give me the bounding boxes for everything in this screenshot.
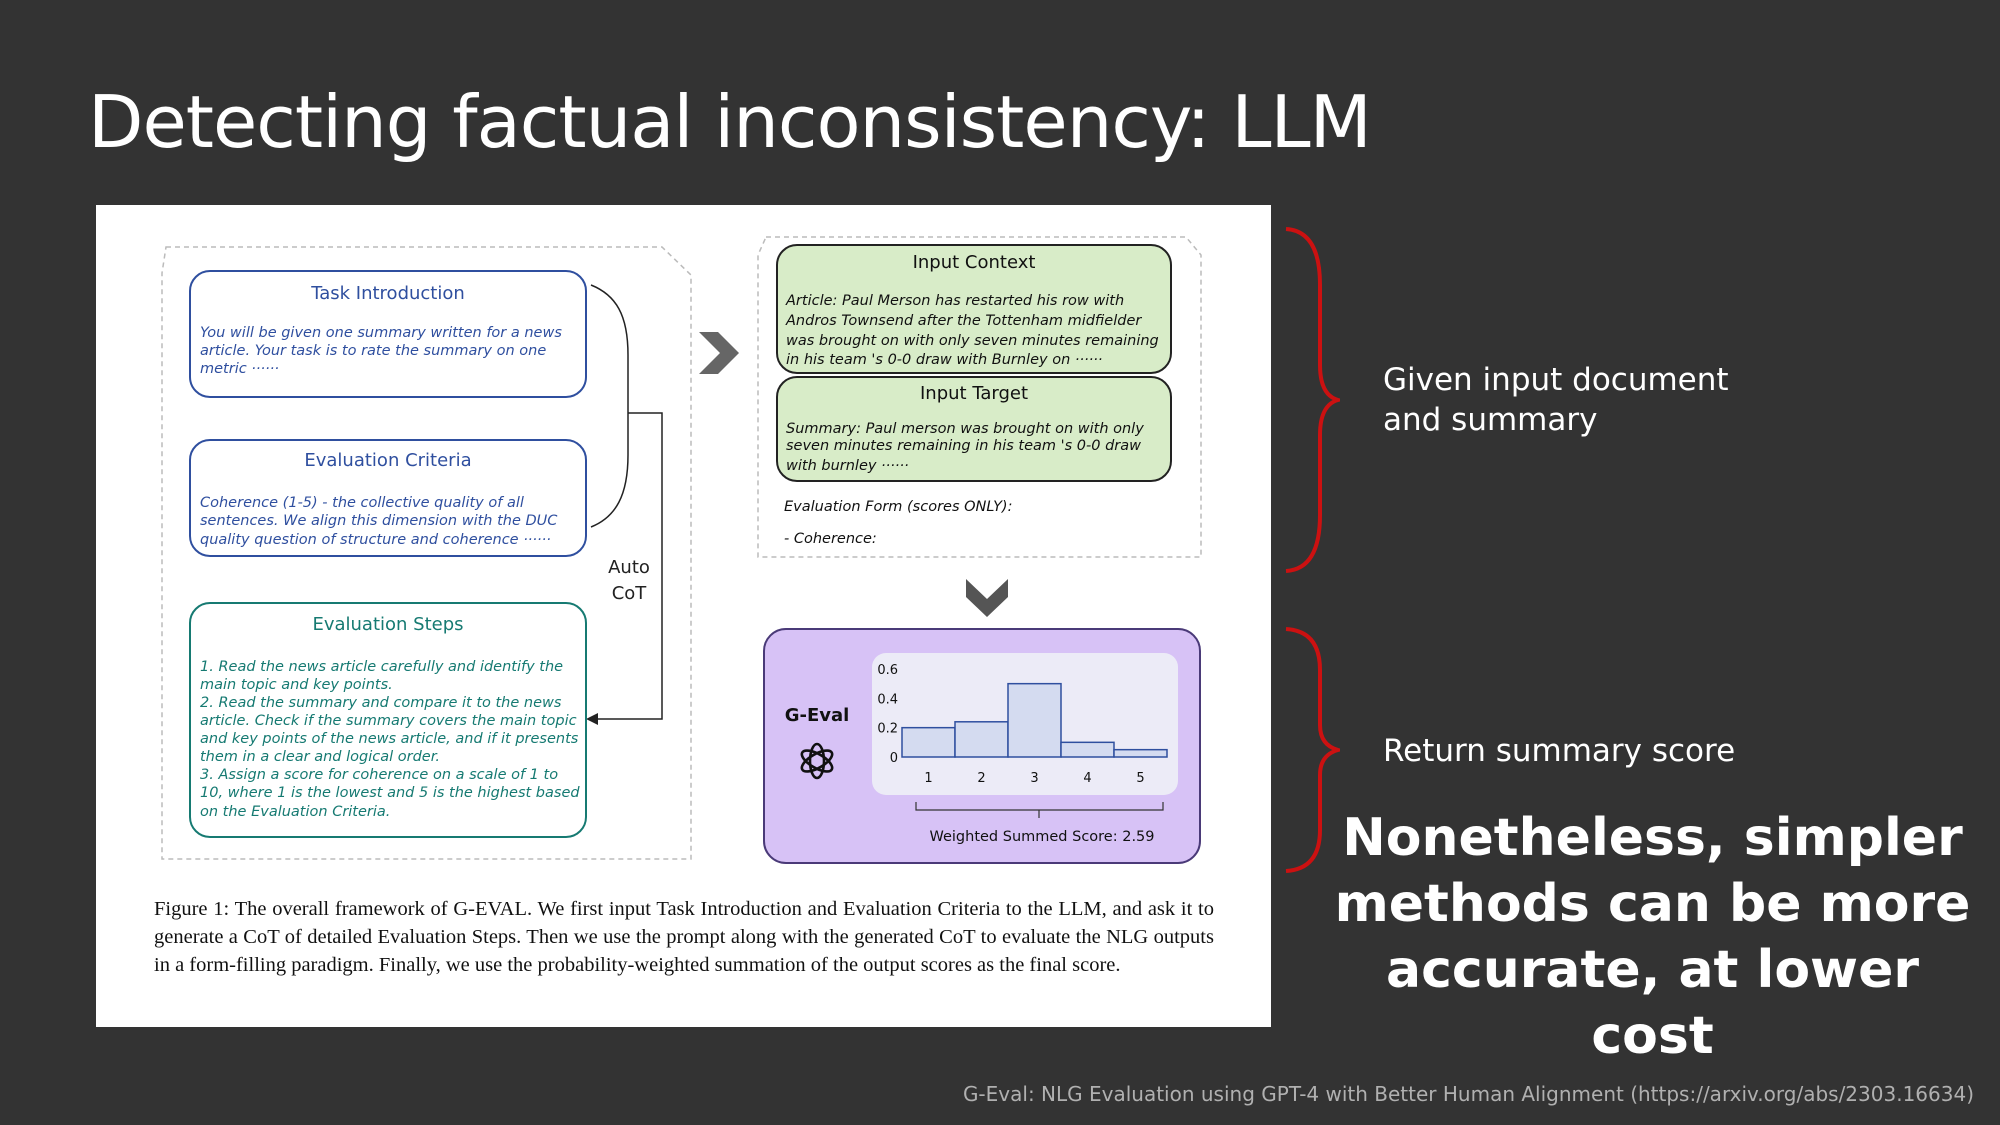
task-introduction-line: article. Your task is to rate the summar… [200, 343, 546, 359]
figure-panel: Task Introduction You will be given one … [96, 205, 1271, 1027]
score-chart-bars [901, 682, 1168, 758]
label-summary-score: Return summary score [1383, 733, 1736, 769]
chevron-down-icon [966, 579, 1008, 617]
score-bar-2 [954, 721, 1009, 758]
figure-caption: Figure 1: The overall framework of G-EVA… [154, 898, 1214, 976]
evaluation-steps-line: article. Check if the summary covers the… [200, 713, 577, 729]
input-context-line: in his team 's 0-0 draw with Burnley on … [786, 352, 1103, 368]
score-chart-x-ticks: 1 2 3 4 5 [924, 771, 1144, 786]
evaluation-steps-line: 3. Assign a score for coherence on a sca… [200, 767, 558, 783]
evaluation-criteria-text: Coherence (1-5) - the collective quality… [200, 495, 558, 548]
brace-score [1285, 627, 1340, 873]
input-context-title: Input Context [913, 252, 1036, 273]
evaluation-steps-line: on the Evaluation Criteria. [200, 804, 390, 820]
evaluation-form-line: Evaluation Form (scores ONLY): [784, 499, 1012, 515]
evaluation-criteria-line: Coherence (1-5) - the collective quality… [200, 495, 524, 511]
evaluation-steps-line: them in a clear and logical order. [200, 749, 440, 765]
evaluation-criteria-line: sentences. We align this dimension with … [200, 513, 558, 529]
evaluation-form-line: - Coherence: [784, 531, 877, 547]
task-introduction-title: Task Introduction [310, 283, 465, 304]
task-introduction-line: metric ······ [200, 361, 279, 377]
task-introduction-box [189, 270, 587, 398]
y-tick-label: 0.2 [877, 722, 898, 737]
y-tick-label: 0 [890, 751, 898, 766]
citation: G-Eval: NLG Evaluation using GPT-4 with … [962, 1082, 1974, 1106]
auto-cot-label: CoT [612, 583, 648, 604]
evaluation-steps-line: main topic and key points. [200, 677, 393, 693]
evaluation-criteria-box [189, 439, 587, 557]
y-tick-label: 0.6 [877, 663, 898, 678]
task-introduction-text: You will be given one summary written fo… [200, 325, 562, 377]
criteria-bracket [590, 284, 629, 528]
score-bar-1 [901, 726, 956, 758]
score-chart-y-ticks: 0 0.2 0.4 0.6 [877, 663, 898, 766]
emphasis-statement: Nonetheless, simpler methods can be more… [1334, 808, 1971, 1066]
x-tick-label: 5 [1136, 771, 1144, 786]
evaluation-criteria-line: quality question of structure and cohere… [200, 532, 551, 548]
slide-title: Detecting factual inconsistency: LLM [88, 80, 1372, 164]
evaluation-steps-box [189, 602, 587, 838]
input-target-line: seven minutes remaining in his team 's 0… [786, 438, 1141, 454]
input-context-text: Article: Paul Merson has restarted his r… [785, 293, 1159, 368]
evaluation-steps-text: 1. Read the news article carefully and i… [200, 659, 580, 820]
score-summation-bracket [915, 802, 1164, 818]
score-bar-3 [1007, 682, 1062, 758]
input-target-box [776, 376, 1172, 482]
brace-input [1285, 227, 1340, 573]
evaluation-steps-line: 1. Read the news article carefully and i… [200, 659, 563, 675]
evaluation-steps-line: 10, where 1 is the lowest and 5 is the h… [200, 785, 580, 801]
x-tick-label: 4 [1083, 771, 1091, 786]
label-input-document: Given input document and summary [1383, 362, 1729, 438]
weighted-summed-score: Weighted Summed Score: 2.59 [929, 829, 1154, 845]
task-introduction-line: You will be given one summary written fo… [200, 325, 562, 341]
auto-cot-label: Auto [608, 557, 650, 578]
score-bar-5 [1113, 748, 1168, 758]
evaluation-criteria-title: Evaluation Criteria [304, 450, 471, 471]
input-context-line: Article: Paul Merson has restarted his r… [785, 293, 1124, 309]
g-eval-framework-diagram: Task Introduction You will be given one … [161, 236, 1202, 864]
input-context-line: was brought on with only seven minutes r… [786, 333, 1159, 349]
y-tick-label: 0.4 [877, 692, 898, 707]
auto-cot-arrowhead [586, 713, 598, 725]
openai-logo-icon [800, 742, 834, 780]
g-eval-label: G-Eval [785, 705, 850, 726]
chevron-right-icon [699, 332, 739, 374]
auto-cot-connector [596, 412, 663, 720]
evaluation-steps-title: Evaluation Steps [312, 614, 463, 635]
x-tick-label: 2 [977, 771, 985, 786]
input-target-title: Input Target [920, 383, 1028, 404]
score-bar-4 [1060, 741, 1115, 758]
x-tick-label: 3 [1030, 771, 1038, 786]
x-tick-label: 1 [924, 771, 932, 786]
input-target-text: Summary: Paul merson was brought on with… [786, 421, 1144, 474]
input-context-line: Andros Townsend after the Tottenham midf… [785, 313, 1142, 329]
evaluation-steps-line: and key points of the news article, and … [200, 731, 579, 747]
evaluation-steps-line: 2. Read the summary and compare it to th… [200, 695, 562, 711]
input-target-line: Summary: Paul merson was brought on with… [786, 421, 1144, 437]
left-dashed-container [161, 246, 692, 860]
evaluation-form-text: Evaluation Form (scores ONLY): - Coheren… [784, 499, 1012, 547]
input-context-box [776, 244, 1172, 374]
input-target-line: with burnley ······ [786, 458, 909, 474]
